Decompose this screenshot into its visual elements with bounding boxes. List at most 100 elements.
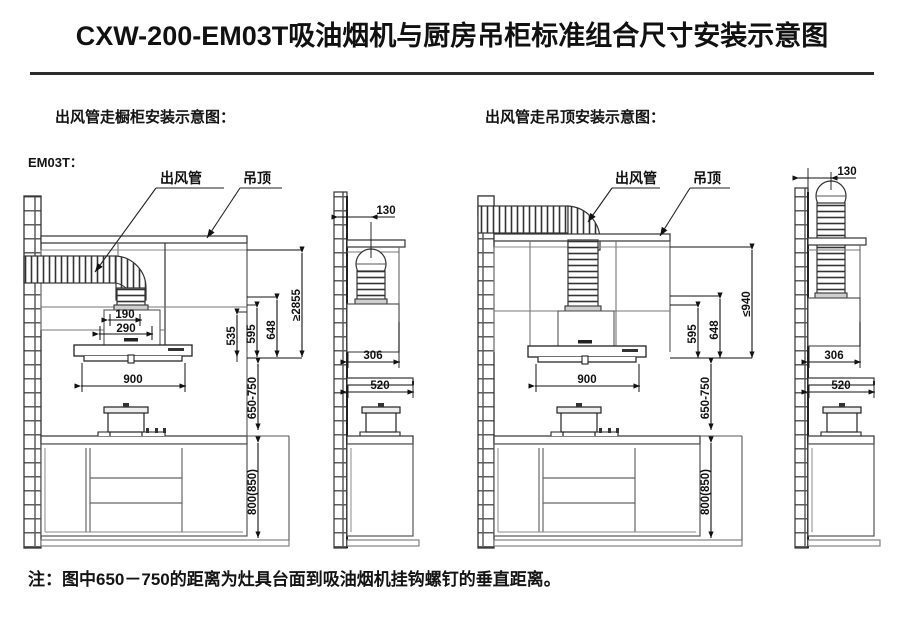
cooktop-right (550, 431, 619, 436)
left-section-heading: 出风管走橱柜安装示意图： (55, 109, 236, 126)
dim-290-label: 290 (116, 323, 135, 335)
dim-130-left-side: 130 (331, 200, 396, 258)
wall-right (477, 195, 495, 549)
page-title: CXW-200-EM03T吸油烟机与厨房吊柜标准组合尺寸安装示意图 (75, 21, 829, 51)
model-label: EM03T： (28, 155, 83, 170)
dim-520-left-side-label: 520 (370, 380, 389, 392)
dim-130-right-side-label: 130 (837, 166, 856, 178)
dim-2855-label: ≥2855 (291, 288, 303, 320)
cooktop-left (97, 431, 166, 436)
dim-800-left-label: 800(850) (247, 469, 259, 515)
right-side-view: 130 306 520 (792, 166, 881, 549)
hood-control-panel-right (622, 349, 638, 352)
callout-ceiling-left-label: 吊顶 (243, 170, 271, 186)
hood-neck-mark-right (578, 340, 592, 344)
right-front-view: 900 595 648 ≤940 (477, 170, 755, 549)
footnote: 注：图中650－750的距离为灶具台面到吸油烟机挂钩螺钉的垂直距离。 (28, 570, 561, 589)
dim-800-right: 800(850) (700, 436, 714, 538)
duct-collar-right (564, 305, 602, 312)
ceiling-panel-left-side (346, 239, 406, 248)
dim-306-left-side-label: 306 (363, 350, 382, 362)
cooking-pot-left-side (361, 403, 401, 433)
dim-595-left-label: 595 (246, 324, 258, 344)
dim-190-label: 190 (115, 309, 134, 321)
cooking-pot-right-side (822, 403, 862, 433)
floor-left (40, 539, 290, 547)
countertop-left (40, 435, 248, 445)
hood-body-right-side (807, 297, 861, 347)
right-section-heading: 出风管走吊顶安装示意图： (485, 109, 666, 126)
wall-right-side (794, 187, 809, 549)
burner-group-left (146, 428, 166, 433)
dim-520-left-side: 520 (340, 380, 414, 398)
dim-520-right-side-label: 520 (831, 380, 850, 392)
dim-900-right-label: 900 (577, 374, 596, 386)
dim-650-750-right: 650-750 (700, 357, 714, 430)
duct-horizontal-left (23, 255, 117, 284)
dim-940: ≤940 (670, 243, 755, 358)
dim-130-right-side: 130 (792, 166, 857, 196)
counter-slab-left-side (346, 435, 414, 445)
callout-ceiling-right-label: 吊顶 (693, 170, 721, 186)
base-cabinet-right (493, 443, 701, 537)
dim-130-left-side-label: 130 (376, 205, 395, 217)
dim-800-right-label: 800(850) (700, 469, 712, 515)
hood-latch-right (581, 355, 589, 365)
base-cabinet-left (40, 443, 248, 537)
dim-648-right: 648 (670, 292, 723, 358)
left-front-view: 190 290 900 535 (23, 170, 305, 549)
dim-595-left: 595 (246, 301, 260, 357)
left-side-view: 130 306 520 (331, 191, 420, 549)
cooktop-right-side (820, 431, 862, 436)
dim-900-right: 900 (528, 364, 640, 392)
dim-648-right-label: 648 (709, 320, 721, 340)
hood-neck-mark-left (124, 338, 138, 342)
floor-right (493, 539, 743, 547)
callout-duct-right-label: 出风管 (615, 170, 657, 186)
dim-306-left-side: 306 (340, 322, 400, 368)
callout-duct-left-label: 出风管 (160, 170, 202, 186)
dim-306-right-side: 306 (801, 322, 861, 368)
base-cabinet-left-side (346, 443, 414, 537)
dim-535-label: 535 (226, 326, 238, 346)
counter-slab-right-side (807, 435, 875, 445)
burner-group-right (599, 428, 619, 433)
dim-900-left-label: 900 (123, 374, 142, 386)
wall-left (23, 195, 42, 549)
callout-ceiling-right: 吊顶 (659, 170, 730, 237)
dim-190: 190 (101, 309, 142, 326)
base-cabinet-right-side (807, 443, 875, 537)
ceiling-panel-right-side (807, 237, 867, 246)
dim-940-label: ≤940 (741, 291, 753, 317)
cooking-pot-left (103, 403, 149, 436)
dim-800-left: 800(850) (247, 436, 261, 538)
wall-left-side (333, 191, 348, 549)
dim-650-750-left: 650-750 (247, 357, 261, 430)
hood-body-left-side (346, 303, 400, 353)
cooktop-left-side (359, 431, 401, 436)
dim-520-right-side: 520 (801, 380, 875, 398)
dim-595-right-label: 595 (687, 324, 699, 344)
dim-595-right: 595 (670, 301, 701, 358)
dim-535: 535 (226, 308, 247, 362)
callout-ceiling-left: 吊顶 (206, 170, 282, 239)
cooking-pot-right (556, 403, 602, 436)
dim-306-right-side-label: 306 (824, 350, 843, 362)
dim-648-left-label: 648 (266, 320, 278, 340)
duct-vertical-left-side (356, 270, 386, 302)
countertop-right (493, 435, 701, 445)
duct-vertical-right (567, 239, 599, 309)
dim-650-750-right-label: 650-750 (700, 377, 712, 419)
duct-horizontal-right (477, 205, 569, 234)
dim-290: 290 (92, 323, 153, 340)
dim-648-left: 648 (247, 293, 280, 357)
callout-duct-right: 出风管 (587, 170, 660, 223)
dim-900-left: 900 (74, 363, 186, 392)
duct-vertical-right-side (816, 202, 846, 296)
hood-control-panel-left (168, 348, 184, 351)
ceiling-panel-left (40, 235, 248, 244)
duct-vertical-left (116, 287, 146, 308)
dim-650-750-left-label: 650-750 (247, 377, 259, 419)
